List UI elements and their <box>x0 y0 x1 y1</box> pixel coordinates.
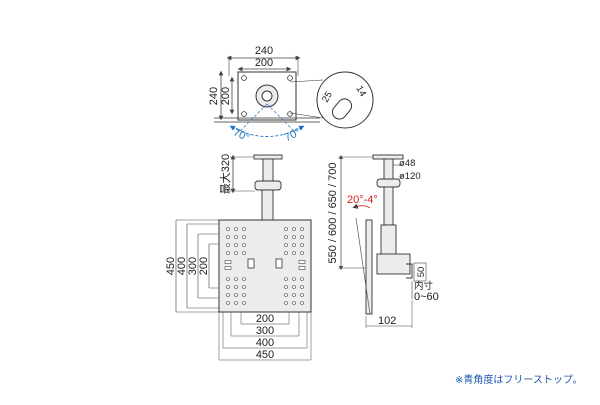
vesa-hole <box>234 301 238 305</box>
tilt-head <box>376 253 411 275</box>
rotation-arc <box>229 125 305 137</box>
vesa-panel <box>218 219 312 313</box>
vesa-hole <box>234 227 238 231</box>
vesa-hole <box>234 243 238 247</box>
vesa-hole <box>284 227 288 231</box>
top-height-200: 200 <box>220 87 232 105</box>
vesa-hole <box>226 285 230 289</box>
vesa-hole <box>234 235 238 239</box>
vesa-hole <box>300 277 304 281</box>
inner-range: 0~60 <box>414 291 439 303</box>
inner-label: 内寸 <box>414 280 434 292</box>
vesa-hole <box>284 301 288 305</box>
vesa-hole <box>292 293 296 297</box>
vesa-hole <box>226 243 230 247</box>
slot-detail <box>331 98 353 120</box>
vesa-hole <box>242 293 246 297</box>
height-300: 300 <box>187 257 199 275</box>
depth-50: 50 <box>416 267 427 278</box>
top-width-200: 200 <box>255 57 273 69</box>
pole-joint <box>254 180 282 191</box>
vesa-hole <box>284 243 288 247</box>
vesa-holes <box>224 227 306 305</box>
vesa-hole <box>292 235 296 239</box>
vesa-slot <box>298 266 306 270</box>
tilt-angle: 20°-4° <box>347 194 378 206</box>
vesa-hole <box>234 277 238 281</box>
vesa-hole <box>300 285 304 289</box>
vesa-hole <box>226 301 230 305</box>
vesa-hole <box>300 293 304 297</box>
vesa-hole <box>234 285 238 289</box>
vesa-hole <box>242 243 246 247</box>
vesa-hole <box>242 235 246 239</box>
vesa-slot <box>298 260 306 264</box>
vesa-hole <box>242 227 246 231</box>
height-200: 200 <box>198 257 210 275</box>
mount-plate-top <box>237 71 297 121</box>
angle-right: 70° <box>283 126 303 144</box>
vesa-slot <box>224 260 232 264</box>
width-300: 300 <box>256 325 274 337</box>
tilt-bracket <box>380 224 397 256</box>
ceiling-plate-front <box>253 154 283 160</box>
max-height-label: 最大320 <box>218 154 232 194</box>
angle-left: 70° <box>231 126 251 144</box>
free-stop-note: ※青角度はフリーストップ。 <box>455 375 583 386</box>
top-width-240: 240 <box>255 45 273 57</box>
vesa-hole <box>242 301 246 305</box>
vesa-hole <box>234 251 238 255</box>
top-height-240: 240 <box>208 87 220 105</box>
vesa-hole <box>300 301 304 305</box>
vesa-hole <box>284 277 288 281</box>
detail-circle <box>316 71 374 129</box>
vesa-hole <box>226 227 230 231</box>
vesa-hole <box>292 243 296 247</box>
vesa-hole <box>242 251 246 255</box>
vesa-hole <box>300 227 304 231</box>
vesa-hole <box>292 285 296 289</box>
vesa-hole <box>292 301 296 305</box>
vesa-hole <box>300 251 304 255</box>
side-heights: 550 / 600 / 650 / 700 <box>327 163 339 264</box>
vesa-hole <box>226 251 230 255</box>
detail-25: 25 <box>320 90 335 105</box>
vesa-hole <box>300 243 304 247</box>
width-102: 102 <box>378 315 396 327</box>
width-450: 450 <box>256 349 274 361</box>
height-400: 400 <box>176 257 188 275</box>
height-450: 450 <box>165 257 177 275</box>
width-400: 400 <box>256 337 274 349</box>
vesa-hole <box>284 251 288 255</box>
width-200: 200 <box>256 313 274 325</box>
vesa-slot <box>224 266 232 270</box>
side-view: ø48 ø120 550 / 600 / 650 / 700 20°-4° 50… <box>327 154 439 328</box>
vesa-hole <box>284 293 288 297</box>
front-view: 最大320 450 400 300 200 <box>165 154 312 361</box>
vesa-hole <box>226 293 230 297</box>
vesa-hole <box>292 251 296 255</box>
vesa-hole <box>242 285 246 289</box>
pole-side <box>383 186 394 226</box>
vesa-hole <box>300 235 304 239</box>
vesa-hole <box>292 227 296 231</box>
diameter-120: ø120 <box>399 171 421 182</box>
diameter-48: ø48 <box>399 158 415 169</box>
panel-side <box>365 219 373 315</box>
vesa-hole <box>226 277 230 281</box>
vesa-hole <box>292 277 296 281</box>
pole-front <box>261 189 274 221</box>
vesa-hole <box>284 235 288 239</box>
vesa-hole <box>234 293 238 297</box>
detail-14: 14 <box>353 84 368 99</box>
vesa-hole <box>226 235 230 239</box>
vesa-hole <box>284 285 288 289</box>
vesa-hole <box>242 277 246 281</box>
top-view: 240 200 240 200 70° 70° 25 14 <box>208 45 374 144</box>
